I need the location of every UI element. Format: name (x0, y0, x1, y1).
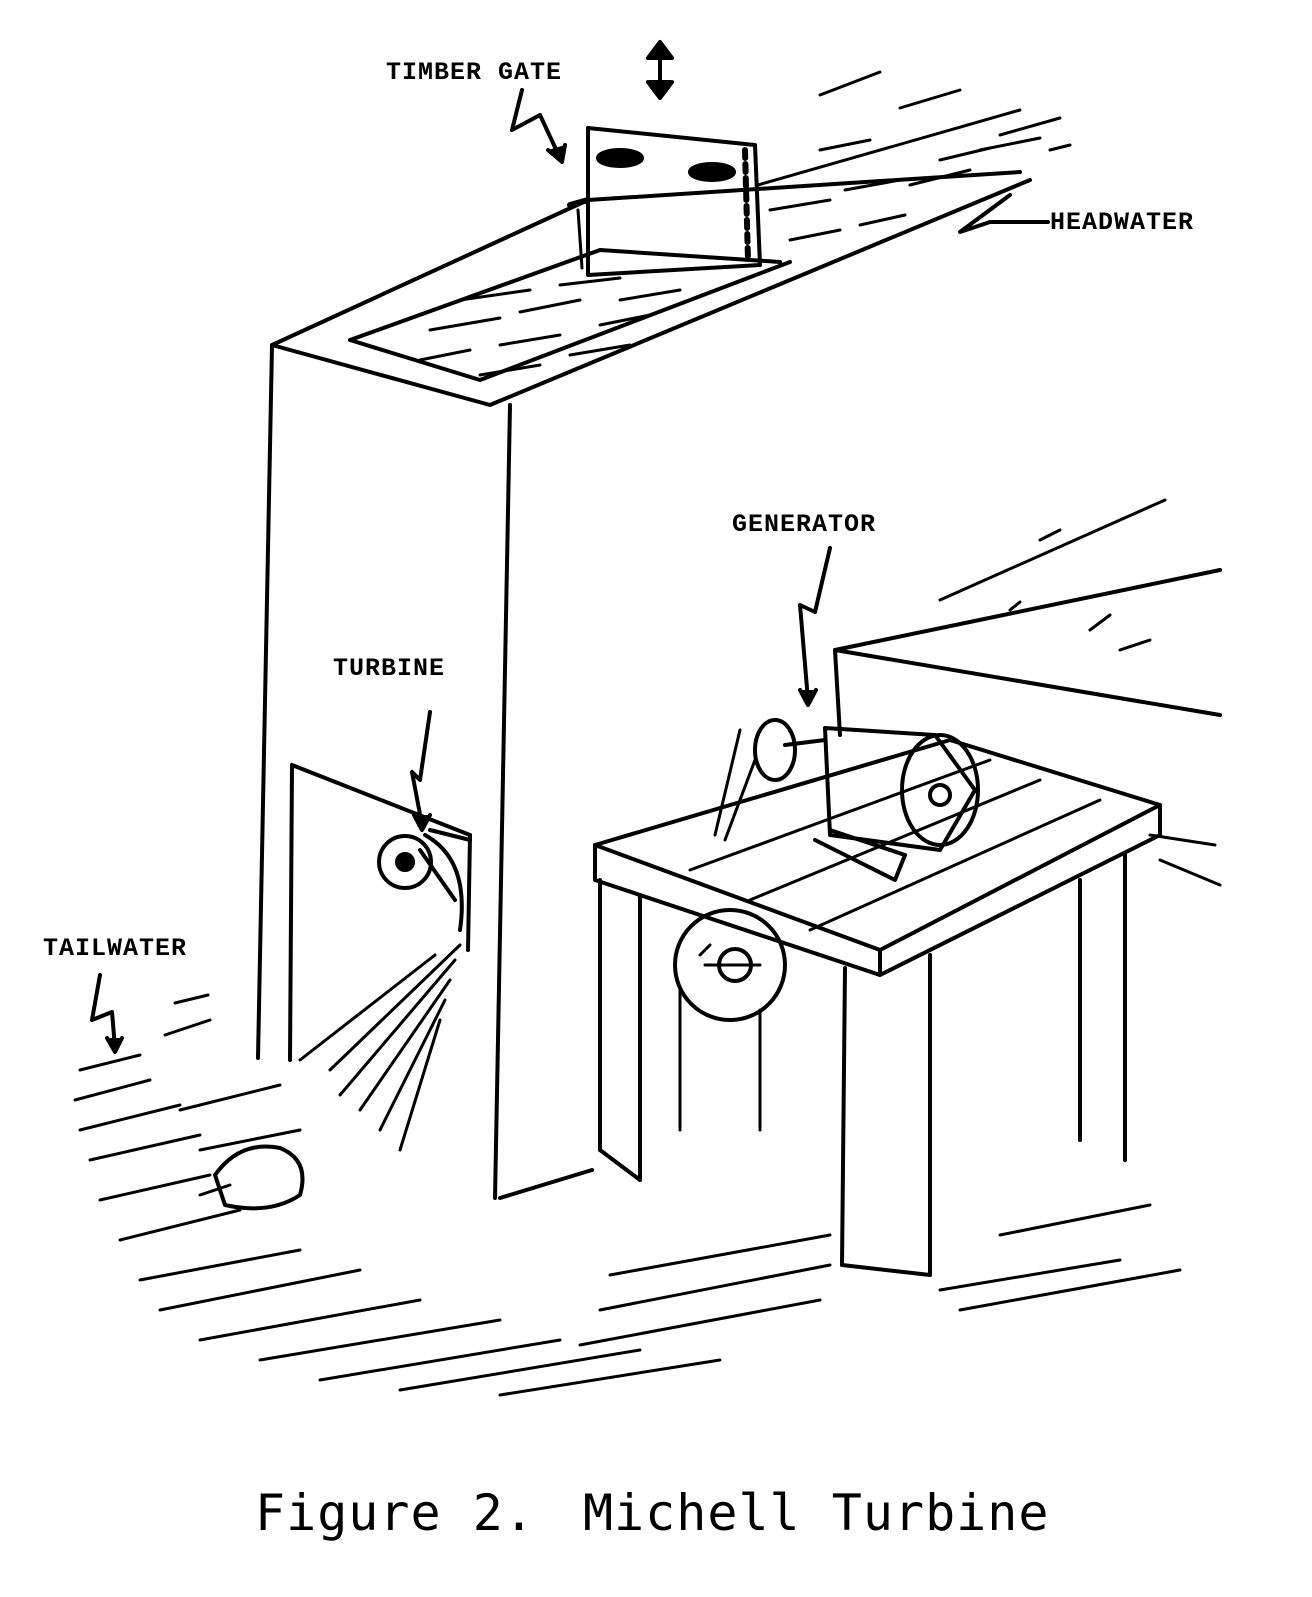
turbine-label: TURBINE (333, 654, 446, 683)
rock (198, 1144, 305, 1211)
figure-number: Figure 2. (255, 1484, 535, 1542)
gate-adjust-arrow-icon (646, 40, 674, 100)
embankment (833, 498, 1222, 887)
timber-gate (567, 126, 762, 277)
figure-title: Michell Turbine (582, 1484, 1050, 1542)
headwater-label: HEADWATER (1050, 208, 1195, 237)
turbine-leader-arrow-icon (412, 813, 432, 832)
generator-label: GENERATOR (732, 510, 877, 539)
figure-caption: Figure 2.Michell Turbine (255, 1488, 1049, 1538)
discharge-stream (298, 943, 462, 1152)
tailwater-label: TAILWATER (43, 934, 188, 963)
timber-gate-leader (510, 88, 562, 160)
trough-water (418, 276, 682, 377)
turbine (377, 828, 472, 932)
generator-leader (798, 546, 832, 702)
timber-gate-label: TIMBER GATE (386, 58, 563, 87)
ground-tailwater (73, 993, 1182, 1397)
headwater-leader (958, 193, 1050, 234)
generator-leader-arrow-icon (798, 688, 818, 707)
flume-tower (256, 170, 1032, 1200)
timber-gate-leader-arrow-icon (546, 143, 567, 164)
headwater-channel (756, 70, 1072, 242)
pulley-wheel (673, 908, 787, 1022)
generator (713, 718, 980, 882)
generator-platform (593, 738, 1162, 1277)
tailwater-leader (90, 973, 117, 1050)
tailwater-leader-arrow-icon (105, 1036, 124, 1054)
turbine-leader (410, 710, 432, 827)
label-leaders (90, 88, 1050, 1054)
